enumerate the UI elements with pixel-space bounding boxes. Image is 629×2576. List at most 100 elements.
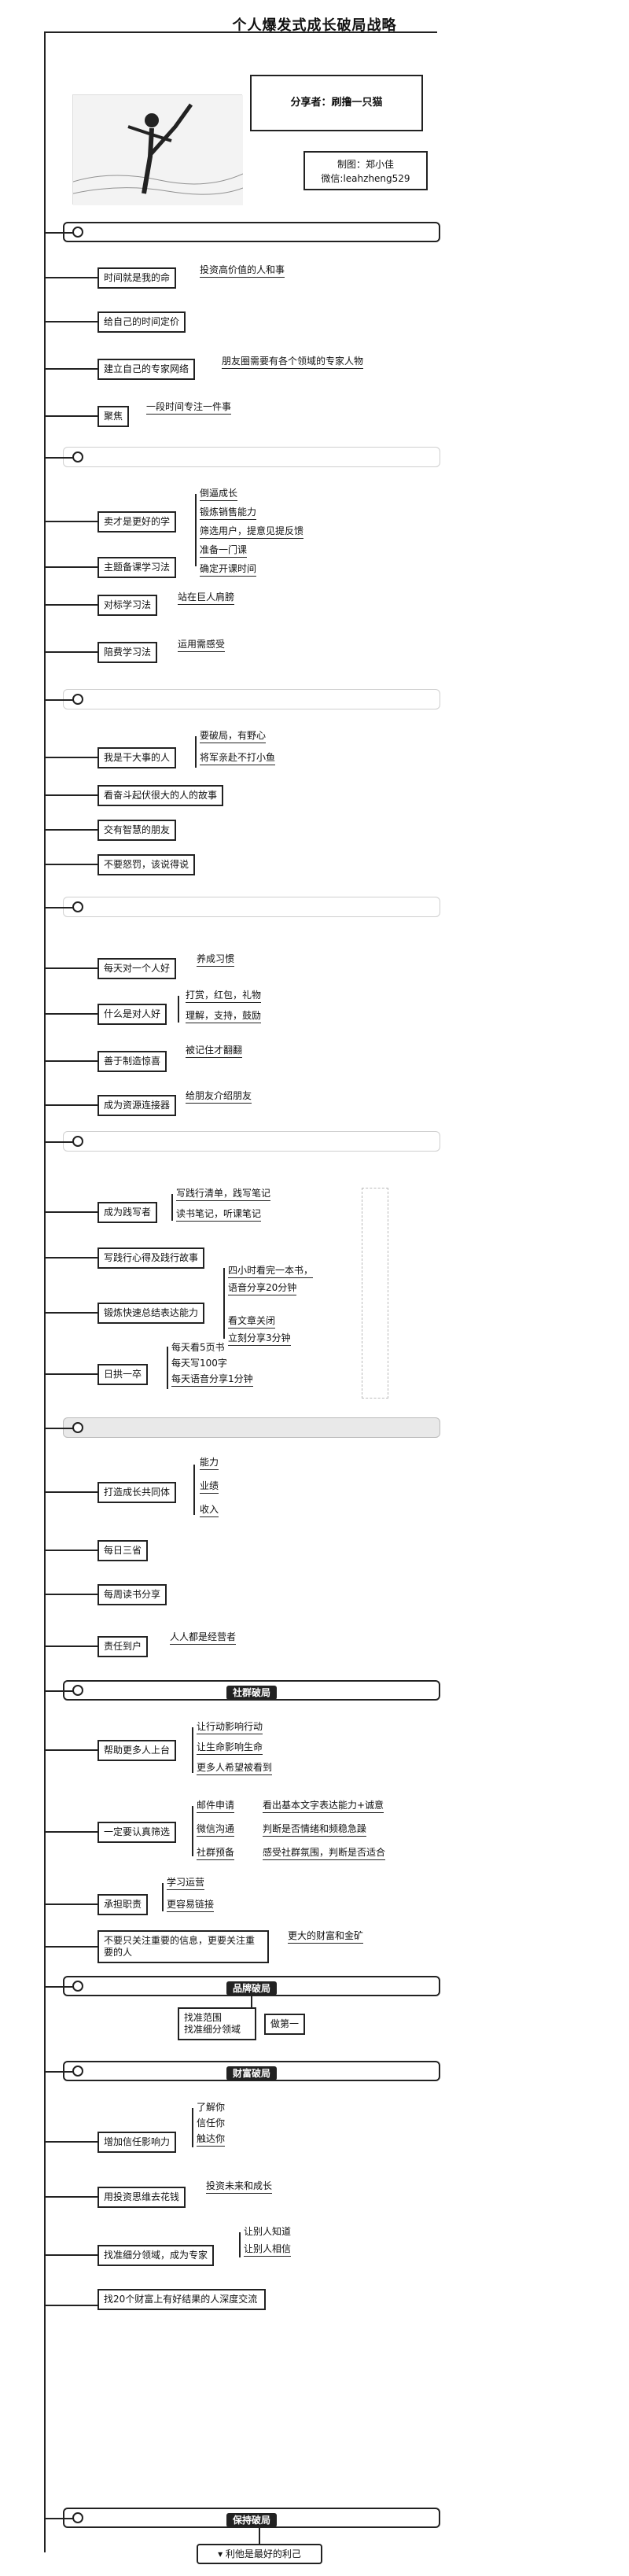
leaf-s5-3-4: 立刻分享3分钟 [228,1332,291,1346]
leaf-s5-1-1: 写践行清单，践写笔记 [176,1188,271,1201]
node-s2-4[interactable]: 陪费学习法 [97,642,158,663]
leaf-s2-4-1: 运用需感受 [178,639,226,652]
node-s6-3[interactable]: 每周读书分享 [97,1584,167,1605]
section-8-header[interactable]: 品牌破局 [63,1976,440,1996]
branch [44,1211,97,1213]
node-s5-4[interactable]: 日拱一卒 [97,1364,149,1385]
branch [44,1373,97,1375]
leaf-s5-4-3: 每天语音分享1分钟 [171,1373,253,1387]
leaf-s2-1-4: 准备一门课 [200,544,248,558]
section-4-tick [44,907,74,908]
node-s4-1[interactable]: 每天对一个人好 [97,958,177,979]
leaf-s6-1-2: 业绩 [200,1480,219,1494]
section-3-header[interactable] [63,689,440,709]
branch [44,1491,97,1493]
final-text: 利他是最好的利己 [225,2548,301,2559]
branch [44,415,97,417]
connector [259,2528,260,2544]
node-s3-1[interactable]: 我是干大事的人 [97,747,177,768]
leaf-s9-3-1: 让别人知道 [244,2226,292,2237]
node-s3-3[interactable]: 交有智慧的朋友 [97,820,177,841]
section-5-icon [72,1136,83,1147]
node-s4-2[interactable]: 什么是对人好 [97,1004,167,1025]
node-s3-2[interactable]: 看奋斗起伏很大的人的故事 [97,785,224,806]
section-5-tick [44,1141,74,1143]
leaf-s4-3-1: 被记住才翻翻 [186,1045,243,1058]
leaf-s9-3-2: 让别人相信 [244,2243,292,2257]
node-s1-1[interactable]: 时间就是我的命 [97,267,177,289]
node-s1-3[interactable]: 建立自己的专家网络 [97,359,196,380]
branch [44,2196,97,2198]
section-5-header[interactable] [63,1131,440,1152]
branch [44,1060,97,1062]
branch [44,1831,97,1833]
section-3-icon [72,694,83,705]
leaf-s7-2-5: 判断是否情绪和频稳急躁 [263,1823,367,1837]
node-s8-1[interactable]: 找准范围 找准细分领域 [178,2007,256,2040]
section-4-header[interactable] [63,897,440,917]
final-conclusion: ▾ 利他是最好的利己 [197,2544,322,2564]
node-s6-2[interactable]: 每日三省 [97,1540,149,1561]
leaf-s9-1-1: 了解你 [197,2102,226,2113]
node-s6-1[interactable]: 打造成长共同体 [97,1482,177,1503]
node-s7-2[interactable]: 一定要认真筛选 [97,1822,177,1843]
section-10-header[interactable]: 保持破局 [63,2508,440,2528]
section-9-label: 财富破局 [226,2066,277,2080]
bracket [171,1194,173,1221]
section-4-icon [72,901,83,912]
branch [44,794,97,796]
node-s2-3[interactable]: 对标学习法 [97,595,158,616]
leaf-s7-3-1: 学习运营 [167,1877,205,1890]
node-s4-3[interactable]: 善于制造惊喜 [97,1051,167,1072]
node-s7-4[interactable]: 不要只关注重要的信息，更要关注重要的人 [97,1930,269,1963]
leaf-s7-4-1: 更大的财富和金矿 [288,1930,364,1944]
hero-illustration [72,94,244,205]
section-2-header[interactable] [63,447,440,467]
node-s2-2[interactable]: 主题备课学习法 [97,557,177,578]
bracket [167,1347,168,1389]
node-s9-4[interactable]: 找20个财富上有好结果的人深度交流 [97,2289,266,2310]
leaf-s7-1-3: 更多人希望被看到 [197,1762,273,1775]
credit-maker: 制图：郑小佳 [337,159,394,170]
leaf-s4-2-1: 打赏，红包，礼物 [186,989,262,1003]
branch [44,1104,97,1106]
node-s9-2[interactable]: 用投资思维去花钱 [97,2187,186,2208]
leaf-s1-3-1: 朋友圈需要有各个领域的专家人物 [222,356,364,369]
leaf-s1-1-1: 投资高价值的人和事 [200,264,285,278]
section-1-header[interactable] [63,222,440,242]
node-s3-4[interactable]: 不要怒罚，该说得说 [97,854,196,875]
mindmap-spine [44,31,46,2552]
branch [44,864,97,865]
node-s7-3[interactable]: 承担职责 [97,1894,149,1915]
connector [251,1996,252,2007]
leaf-s4-4-1: 给朋友介绍朋友 [186,1090,252,1104]
section-8-tick [44,1986,74,1988]
section-6-header[interactable] [63,1417,440,1438]
section-9-header[interactable]: 财富破局 [63,2061,440,2081]
branch [44,604,97,606]
branch [44,1946,97,1948]
node-s7-1[interactable]: 帮助更多人上台 [97,1740,177,1761]
node-s1-2[interactable]: 给自己的时间定价 [97,311,186,333]
node-s2-1[interactable]: 卖才是更好的学 [97,511,177,533]
node-s4-4[interactable]: 成为资源连接器 [97,1095,177,1116]
leaf-s5-3-2: 语音分享20分钟 [228,1282,297,1295]
node-s1-4[interactable]: 聚焦 [97,406,130,427]
node-s6-4[interactable]: 责任到户 [97,1636,149,1657]
section-9-icon [72,2066,83,2077]
section-7-header[interactable]: 社群破局 [63,1680,440,1701]
node-s5-2[interactable]: 写践行心得及践行故事 [97,1247,205,1269]
node-s5-3[interactable]: 锻炼快速总结表达能力 [97,1303,205,1324]
bracket [178,996,179,1023]
leaf-s6-4-1: 人人都是经营者 [170,1631,237,1645]
credit-box: 制图：郑小佳 微信:leahzheng529 [303,151,428,190]
dancer-figure-icon [72,95,244,205]
section-1-tick [44,232,74,234]
node-s5-1[interactable]: 成为践写者 [97,1202,158,1223]
node-s9-3[interactable]: 找准细分领域，成为专家 [97,2245,215,2266]
branch [44,1749,97,1751]
branch [44,2141,97,2143]
node-s9-1[interactable]: 增加信任影响力 [97,2132,177,2153]
bracket [193,1465,195,1515]
branch [44,1903,97,1905]
